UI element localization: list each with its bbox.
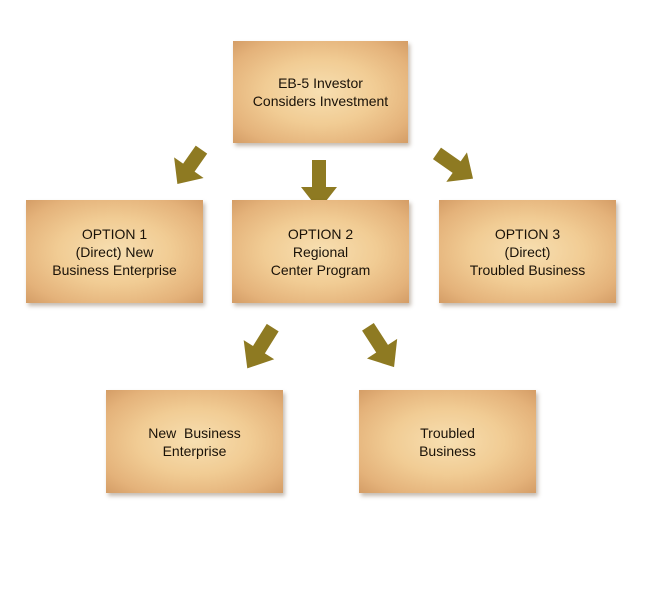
node-root-line-2: Considers Investment [252, 93, 389, 109]
node-option2-line-3: Center Program [270, 261, 371, 278]
node-root: EB-5 Investor Considers Investment [233, 41, 408, 143]
node-option3-line-3: Troubled Business [469, 261, 586, 278]
node-option2-line-2: Regional [292, 243, 349, 260]
arrow-root-to-option3 [432, 147, 474, 182]
node-option1-line-2: (Direct) New [75, 243, 154, 260]
node-option1-line-3: Business Enterprise [52, 261, 177, 278]
node-option1-line-1: OPTION 1 [81, 225, 148, 242]
node-option3: OPTION 3 (Direct) Troubled Business [439, 200, 616, 303]
node-troubled-business: Troubled Business [359, 390, 536, 493]
node-new-business: New Business Enterprise [106, 390, 283, 493]
node-option2: OPTION 2 Regional Center Program [232, 200, 409, 303]
node-option3-line-1: OPTION 3 [494, 225, 561, 242]
node-option2-line-1: OPTION 2 [287, 225, 354, 242]
node-root-line-1: EB-5 Investor [278, 75, 363, 91]
arrow-root-to-option1 [174, 145, 208, 185]
node-option3-line-2: (Direct) [504, 243, 551, 260]
node-option1: OPTION 1 (Direct) New Business Enterpris… [26, 200, 203, 303]
node-new-business-line-2: Enterprise [162, 442, 227, 459]
arrow-root-to-option2 [301, 160, 337, 210]
node-troubled-business-line-1: Troubled [420, 424, 475, 441]
arrow-option2-to-troubled-business [362, 323, 398, 368]
node-troubled-business-line-2: Business [419, 442, 476, 459]
arrow-option2-to-new-business [243, 323, 279, 369]
node-new-business-line-1: New Business [148, 424, 241, 441]
